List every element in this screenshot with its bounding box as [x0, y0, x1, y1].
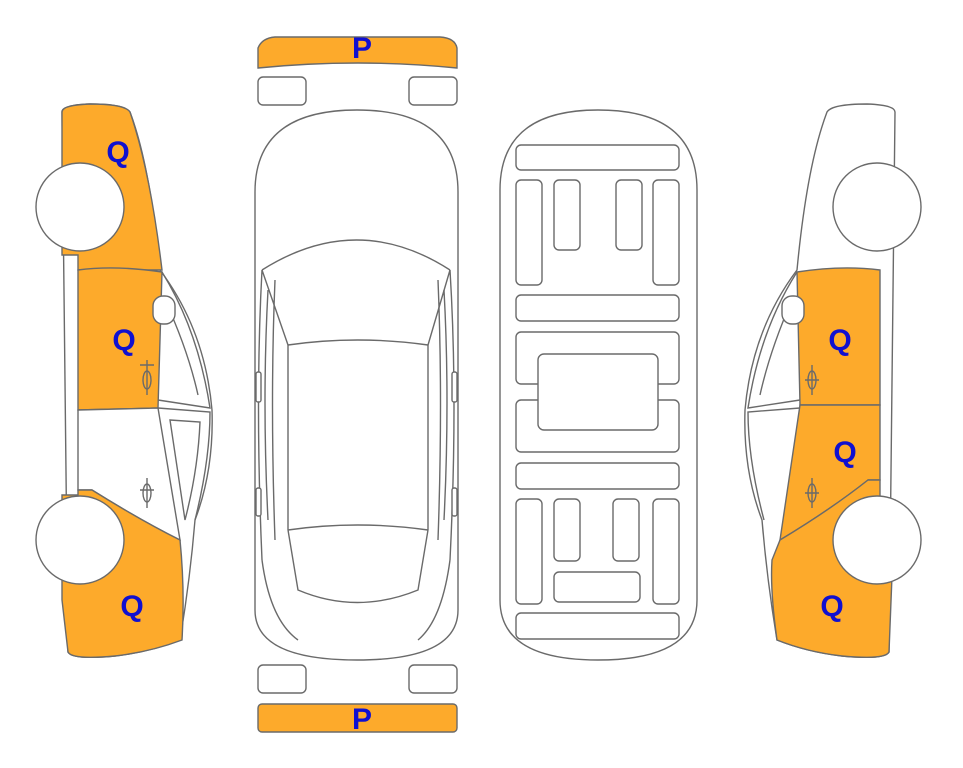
- rear-bumper-panel[interactable]: [257, 703, 458, 733]
- right-rear-quarter-label: Q: [820, 590, 843, 623]
- right-side-glass: [747, 271, 819, 521]
- rear-bumper-label: P: [352, 703, 372, 736]
- left-side-glass: [140, 271, 211, 521]
- left-front-door-panel[interactable]: [77, 267, 163, 411]
- left-rear-quarter-label: Q: [120, 590, 143, 623]
- right-rear-door-label: Q: [833, 436, 856, 469]
- front-bumper-label: P: [352, 32, 372, 65]
- rear-right-light: [408, 664, 458, 694]
- left-front-wheel: [35, 162, 125, 252]
- front-right-light: [408, 76, 458, 106]
- top-view-car: [254, 109, 459, 661]
- left-front-door-label: Q: [112, 324, 135, 357]
- front-left-light: [257, 76, 307, 106]
- right-rear-wheel: [832, 495, 922, 585]
- underside-view: [499, 109, 698, 661]
- front-bumper-panel[interactable]: [257, 36, 458, 69]
- left-front-fender-label: Q: [106, 136, 129, 169]
- right-front-door-panel[interactable]: [796, 267, 881, 406]
- left-rear-wheel: [35, 495, 125, 585]
- right-front-wheel: [832, 162, 922, 252]
- right-front-door-label: Q: [828, 324, 851, 357]
- rear-left-light: [257, 664, 307, 694]
